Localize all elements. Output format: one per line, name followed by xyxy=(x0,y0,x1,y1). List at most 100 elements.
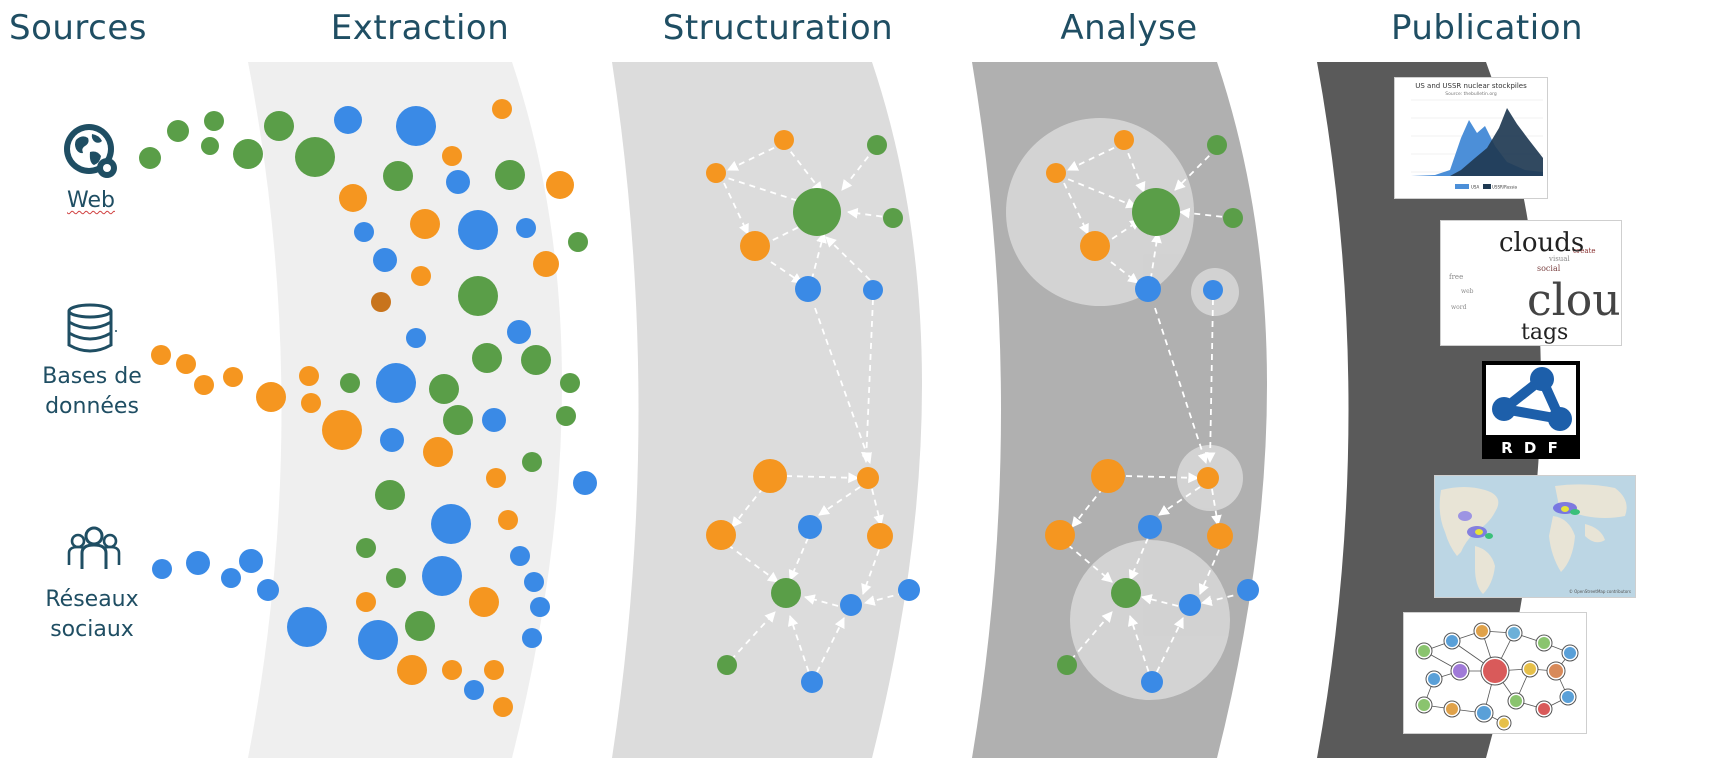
node-dot xyxy=(1114,130,1134,150)
structuration-graph xyxy=(717,142,905,683)
node-dot xyxy=(1237,579,1259,601)
node-dot xyxy=(186,551,210,575)
svg-text:web: web xyxy=(1461,288,1474,295)
node-dot xyxy=(740,231,770,261)
node-dot xyxy=(1135,276,1161,302)
node-dot xyxy=(498,510,518,530)
node-dot xyxy=(458,210,498,250)
node-dot xyxy=(573,471,597,495)
stage-title-extraction: Extraction xyxy=(330,8,510,48)
node-dot xyxy=(139,147,161,169)
node-dot xyxy=(706,520,736,550)
node-dot xyxy=(493,697,513,717)
node-dot xyxy=(774,130,794,150)
node-dot xyxy=(521,345,551,375)
node-dot xyxy=(840,594,862,616)
node-dot xyxy=(568,232,588,252)
svg-text:visual: visual xyxy=(1548,255,1570,263)
node-dot xyxy=(556,406,576,426)
network-avatar xyxy=(1499,718,1509,728)
source-label-line: données xyxy=(45,393,139,419)
network-avatar xyxy=(1549,664,1563,678)
node-dot xyxy=(863,280,883,300)
network-avatar xyxy=(1564,647,1576,659)
node-dot xyxy=(373,248,397,272)
node-dot xyxy=(201,137,219,155)
stage-title-analyse: Analyse xyxy=(1060,8,1198,48)
node-dot xyxy=(295,137,335,177)
node-dot xyxy=(510,546,530,566)
legend-ussr: USSR/Russia xyxy=(1492,185,1518,190)
node-dot xyxy=(339,184,367,212)
node-dot xyxy=(793,188,841,236)
node-dot xyxy=(383,161,413,191)
node-dot xyxy=(223,367,243,387)
node-dot xyxy=(867,135,887,155)
node-dot xyxy=(867,523,893,549)
node-dot xyxy=(299,366,319,386)
node-dot xyxy=(386,568,406,588)
publication-heat-map: © OpenStreetMap contributors xyxy=(1434,475,1636,598)
stage-title-structuration: Structuration xyxy=(662,8,894,48)
node-dot xyxy=(1091,459,1125,493)
node-dot xyxy=(1057,655,1077,675)
node-dot xyxy=(301,393,321,413)
source-label-line: Web xyxy=(67,188,115,213)
node-dot xyxy=(1138,515,1162,539)
publication-word-cloud: free web word social visual create cloud… xyxy=(1440,220,1622,346)
wordcloud-tags: tags xyxy=(1521,320,1568,345)
node-dot xyxy=(204,111,224,131)
node-dot xyxy=(375,480,405,510)
node-dot xyxy=(1179,594,1201,616)
source-label-social: Réseaux sociaux xyxy=(45,585,138,644)
node-dot xyxy=(1132,188,1180,236)
node-dot xyxy=(484,660,504,680)
network-avatar xyxy=(1477,706,1491,720)
node-dot xyxy=(194,375,214,395)
node-dot xyxy=(239,549,263,573)
network-avatar xyxy=(1418,645,1430,657)
database-icon xyxy=(67,303,117,353)
network-avatar xyxy=(1453,664,1467,678)
node-dot xyxy=(376,363,416,403)
legend-usa: USA xyxy=(1471,185,1480,190)
publication-rdf-logo: R D F xyxy=(1482,361,1580,459)
node-dot xyxy=(422,556,462,596)
node-dot xyxy=(1207,135,1227,155)
node-dot xyxy=(397,655,427,685)
source-label-databases: Bases de données xyxy=(42,362,142,421)
node-dot xyxy=(795,276,821,302)
node-dot xyxy=(358,620,398,660)
node-dot xyxy=(1045,520,1075,550)
people-icon xyxy=(67,526,121,569)
map-attribution: © OpenStreetMap contributors xyxy=(1569,589,1631,594)
node-dot xyxy=(151,345,171,365)
node-dot xyxy=(1111,578,1141,608)
node-dot xyxy=(1203,280,1223,300)
node-dot xyxy=(464,680,484,700)
publication-area-chart: US and USSR nuclear stockpiles Source: t… xyxy=(1394,77,1548,199)
node-dot xyxy=(883,208,903,228)
node-dot xyxy=(753,459,787,493)
node-dot xyxy=(257,579,279,601)
svg-text:create: create xyxy=(1573,247,1596,255)
node-dot xyxy=(1223,208,1243,228)
node-dot xyxy=(410,209,440,239)
node-dot xyxy=(442,660,462,680)
stage-title-publication: Publication xyxy=(1390,8,1584,48)
node-dot xyxy=(516,218,536,238)
chart-subtitle: Source: thebulletin.org xyxy=(1445,91,1497,97)
node-dot xyxy=(334,106,362,134)
node-dot xyxy=(221,568,241,588)
node-dot xyxy=(442,146,462,166)
node-dot xyxy=(423,437,453,467)
node-dot xyxy=(482,408,506,432)
node-dot xyxy=(546,171,574,199)
node-dot xyxy=(405,611,435,641)
node-dot xyxy=(530,597,550,617)
node-dot xyxy=(771,578,801,608)
node-dot xyxy=(798,515,822,539)
network-avatar xyxy=(1446,635,1458,647)
source-label-line: Bases de xyxy=(42,364,142,389)
node-dot xyxy=(354,222,374,242)
